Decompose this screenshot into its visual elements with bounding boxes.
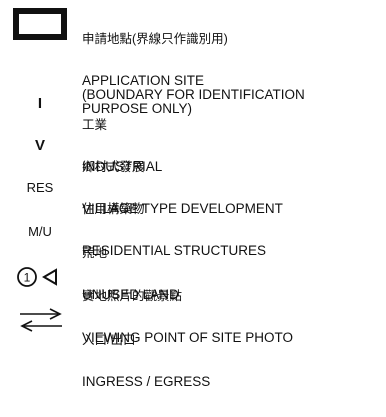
legend-item-viewing-point: 1 實地照片的觀景點 VIEWING POINT OF SITE PHOTO — [0, 261, 386, 345]
legend-item-ingress-egress: 入口/出口 INGRESS / EGRESS — [0, 305, 386, 389]
legend-label-en: VILLAGE TYPE DEVELOPMENT — [82, 201, 283, 216]
application-site-boundary-icon — [13, 8, 67, 40]
legend-item-unused-land: M/U 荒地 UNUSED LAND — [0, 218, 386, 302]
legend-label-en: UNUSED LAND — [82, 287, 179, 302]
unused-land-symbol: M/U — [28, 224, 52, 239]
legend-label-zh: 申請地點(界線只作識別用) — [82, 32, 228, 46]
legend-label-zh: 入口/出口 — [82, 333, 136, 347]
legend-item-residential: RES 住用構築物 RESIDENTIAL STRUCTURES — [0, 174, 386, 258]
legend-label-zh: 荒地 — [82, 246, 108, 260]
legend-label-en: APPLICATION SITE (BOUNDARY FOR IDENTIFIC… — [82, 73, 305, 116]
legend-item-application-site: 申請地點(界線只作識別用) APPLICATION SITE (BOUNDARY… — [0, 4, 386, 116]
legend-label-zh: 住用構築物 — [82, 202, 145, 216]
legend-label-zh: 實地照片的觀景點 — [82, 289, 183, 303]
village-symbol: V — [34, 137, 45, 154]
legend-label-en: RESIDENTIAL STRUCTURES — [82, 243, 267, 258]
residential-symbol: RES — [26, 180, 54, 195]
legend-label-zh: 鄉村式發展 — [82, 160, 145, 174]
legend-item-industrial: I 工業 INDUSTRIAL — [0, 90, 386, 174]
ingress-egress-arrows-icon — [20, 308, 62, 332]
viewing-point-number: 1 — [24, 271, 31, 285]
legend-label-en: INGRESS / EGRESS — [82, 374, 211, 389]
industrial-symbol: I — [37, 95, 43, 112]
legend-label-zh: 工業 — [82, 118, 108, 132]
legend-label-en: INDUSTRIAL — [82, 159, 163, 174]
legend-item-village: V 鄉村式發展 VILLAGE TYPE DEVELOPMENT — [0, 132, 386, 216]
viewing-point-icon: 1 — [17, 267, 57, 287]
